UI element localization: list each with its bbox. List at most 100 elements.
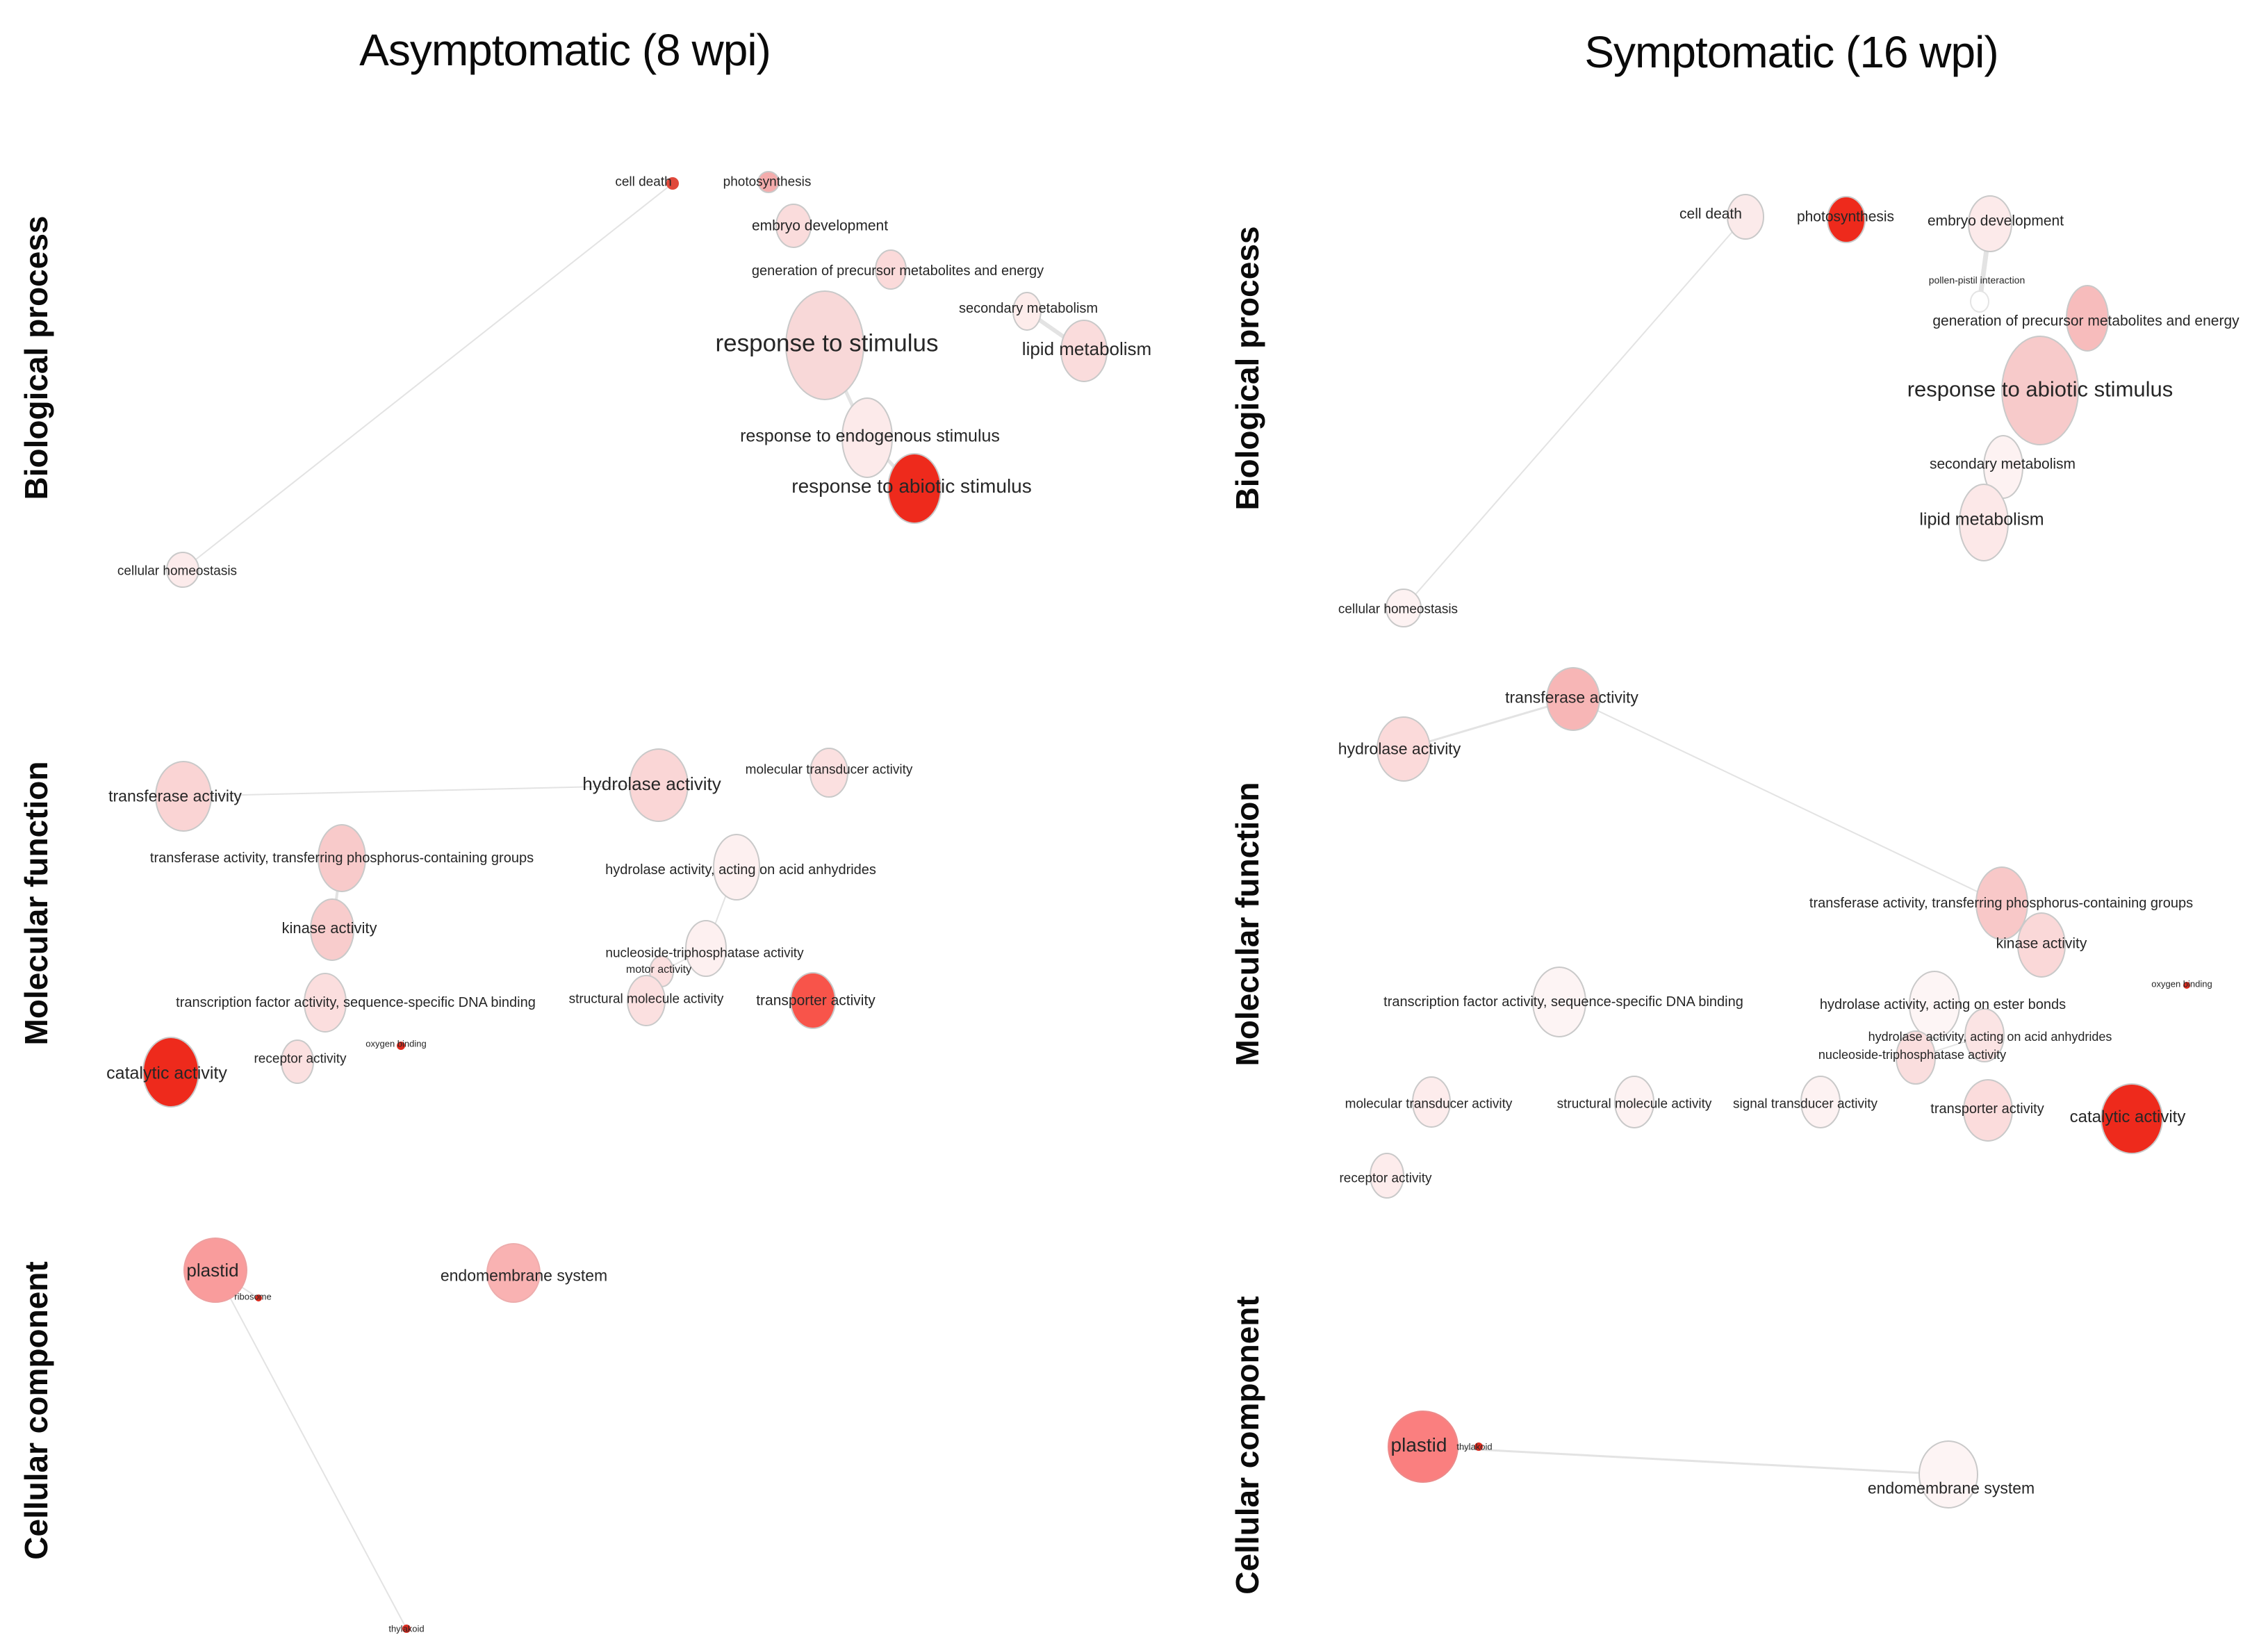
- edge-l-cc-plastid--l-cc-thylakoid: [215, 1269, 407, 1629]
- node-l-cc-plastid: [183, 1238, 247, 1303]
- node-label-r-bp-response-abiotic: response to abiotic stimulus: [1907, 377, 2174, 402]
- node-r-bp-cell-death: [1727, 194, 1764, 240]
- edge-l-mf-transferase--l-mf-hydrolase: [183, 784, 659, 797]
- node-label-l-cc-plastid: plastid: [186, 1260, 239, 1281]
- node-label-r-bp-cellular-homeostasis: cellular homeostasis: [1338, 602, 1458, 617]
- node-l-bp-response-endogenous: [841, 397, 893, 478]
- node-l-bp-secondary-metabolism: [1012, 292, 1042, 331]
- node-r-mf-transporter: [1963, 1079, 2013, 1142]
- node-label-l-bp-embryo-development: embryo development: [751, 217, 889, 234]
- node-l-mf-catalytic: [142, 1037, 199, 1108]
- node-label-l-cc-ribosome: ribosome: [234, 1291, 272, 1302]
- node-label-l-mf-kinase: kinase activity: [281, 919, 377, 937]
- node-l-cc-ribosome: [255, 1294, 262, 1301]
- edge-r-mf-hydrolase--r-mf-transferase: [1403, 698, 1574, 750]
- node-r-bp-generation-precursor: [2066, 285, 2109, 352]
- node-label-r-mf-hydrolase-ester: hydrolase activity, acting on ester bond…: [1819, 997, 2066, 1012]
- node-r-mf-structural: [1614, 1076, 1654, 1128]
- section-label-biological-process-left: Biological process: [18, 215, 54, 500]
- node-label-r-bp-lipid-metabolism: lipid metabolism: [1919, 509, 2044, 529]
- node-label-l-mf-oxygen: oxygen binding: [365, 1038, 427, 1049]
- node-r-mf-tf-dna: [1532, 967, 1586, 1037]
- node-r-mf-kinase: [2017, 912, 2066, 978]
- node-l-mf-receptor: [281, 1039, 314, 1084]
- node-label-r-bp-pollen-pistil: pollen-pistil interaction: [1928, 274, 2025, 286]
- node-r-bp-photosynthesis: [1827, 196, 1866, 243]
- node-label-l-mf-structural: structural molecule activity: [568, 992, 724, 1007]
- node-label-l-bp-cell-death: cell death: [615, 174, 672, 190]
- node-label-l-mf-transferase-phos: transferase activity, transferring phosp…: [149, 850, 534, 866]
- node-label-r-mf-receptor: receptor activity: [1339, 1171, 1432, 1186]
- node-label-l-bp-photosynthesis: photosynthesis: [723, 174, 812, 190]
- node-label-r-bp-photosynthesis: photosynthesis: [1796, 208, 1895, 225]
- node-l-bp-cellular-homeostasis: [166, 552, 199, 588]
- node-label-r-mf-hydrolase-anhydrides: hydrolase activity, acting on acid anhyd…: [1868, 1030, 2112, 1044]
- node-r-mf-receptor: [1370, 1153, 1404, 1199]
- node-l-mf-ntpase: [685, 920, 727, 977]
- node-r-cc-thylakoid: [1474, 1442, 1483, 1451]
- edge-l-bp-cell-death--l-bp-cellular-homeostasis: [182, 183, 673, 570]
- node-label-r-mf-signal-transducer: signal transducer activity: [1732, 1096, 1878, 1112]
- node-r-cc-endomembrane: [1918, 1440, 1978, 1509]
- node-label-l-bp-generation-precursor: generation of precursor metabolites and …: [751, 263, 1044, 279]
- section-label-cellular-component-right: Cellular component: [1229, 1296, 1265, 1595]
- node-l-mf-hydrolase: [629, 748, 689, 822]
- node-label-l-mf-tf-dna: transcription factor activity, sequence-…: [176, 995, 536, 1010]
- node-label-l-mf-hydrolase-anhydrides: hydrolase activity, acting on acid anhyd…: [605, 862, 876, 878]
- node-r-bp-lipid-metabolism: [1959, 484, 2009, 561]
- node-label-l-mf-mol-transducer: molecular transducer activity: [745, 762, 913, 778]
- node-label-l-mf-transferase: transferase activity: [108, 787, 242, 805]
- node-l-mf-tf-dna: [304, 973, 347, 1033]
- node-label-r-bp-secondary-metabolism: secondary metabolism: [1929, 456, 2076, 472]
- node-label-l-mf-motor: motor activity: [625, 964, 692, 976]
- node-label-r-cc-thylakoid: thylakoid: [1456, 1441, 1493, 1452]
- node-l-mf-transferase-phos: [318, 824, 366, 892]
- node-label-l-bp-response-stimulus: response to stimulus: [715, 329, 939, 357]
- node-label-r-mf-transporter: transporter activity: [1930, 1101, 2044, 1117]
- node-label-r-bp-generation-precursor: generation of precursor metabolites and …: [1932, 313, 2240, 329]
- node-label-l-bp-response-endogenous: response to endogenous stimulus: [740, 426, 1000, 446]
- node-r-mf-hydrolase: [1377, 716, 1431, 782]
- node-l-mf-structural: [627, 975, 666, 1026]
- node-label-l-cc-thylakoid: thylakoid: [388, 1623, 425, 1634]
- node-label-r-mf-transferase: transferase activity: [1505, 688, 1638, 707]
- node-r-mf-transferase-phos: [1975, 866, 2028, 940]
- node-l-mf-kinase: [310, 898, 354, 961]
- node-label-r-mf-structural: structural molecule activity: [1556, 1096, 1712, 1112]
- node-r-mf-transferase: [1546, 667, 1600, 731]
- node-r-bp-embryo-development: [1968, 195, 2012, 252]
- node-label-l-mf-ntpase: nucleoside-triphosphatase activity: [605, 946, 804, 961]
- node-l-mf-oxygen: [397, 1042, 405, 1050]
- node-l-bp-response-stimulus: [785, 290, 864, 400]
- node-l-mf-transferase: [155, 761, 212, 832]
- node-label-r-mf-tf-dna: transcription factor activity, sequence-…: [1383, 994, 1743, 1010]
- node-label-r-bp-embryo-development: embryo development: [1927, 213, 2064, 229]
- edge-r-bp-cell-death--r-bp-cellular-homeostasis: [1403, 216, 1746, 609]
- node-label-l-mf-receptor: receptor activity: [254, 1051, 347, 1067]
- node-label-r-mf-catalytic: catalytic activity: [2069, 1108, 2186, 1126]
- node-r-mf-catalytic: [2101, 1083, 2163, 1154]
- node-r-mf-ntpase: [1896, 1030, 1936, 1085]
- node-label-r-cc-plastid: plastid: [1390, 1434, 1447, 1456]
- node-label-l-bp-lipid-metabolism: lipid metabolism: [1021, 338, 1152, 359]
- node-l-bp-cell-death: [666, 177, 679, 190]
- node-r-mf-mol-transducer: [1412, 1076, 1451, 1128]
- node-r-cc-plastid: [1388, 1411, 1458, 1483]
- section-label-cellular-component-left: Cellular component: [18, 1261, 54, 1560]
- node-label-r-cc-endomembrane: endomembrane system: [1867, 1479, 2035, 1497]
- node-label-r-mf-transferase-phos: transferase activity, transferring phosp…: [1809, 896, 2194, 911]
- node-label-l-mf-catalytic: catalytic activity: [106, 1063, 227, 1083]
- node-r-bp-pollen-pistil: [1970, 290, 1989, 313]
- node-label-r-mf-kinase: kinase activity: [1996, 935, 2087, 952]
- edge-r-mf-transferase--r-mf-transferase-phos: [1572, 698, 2003, 904]
- node-label-l-mf-transporter: transporter activity: [756, 992, 876, 1009]
- node-l-cc-thylakoid: [402, 1625, 411, 1633]
- node-l-bp-response-abiotic: [887, 453, 942, 524]
- node-label-r-mf-oxygen: oxygen binding: [2151, 978, 2212, 989]
- node-r-bp-cellular-homeostasis: [1386, 589, 1422, 627]
- node-label-l-bp-secondary-metabolism: secondary metabolism: [958, 301, 1099, 316]
- node-r-mf-oxygen: [2183, 982, 2190, 989]
- node-l-mf-mol-transducer: [810, 748, 848, 798]
